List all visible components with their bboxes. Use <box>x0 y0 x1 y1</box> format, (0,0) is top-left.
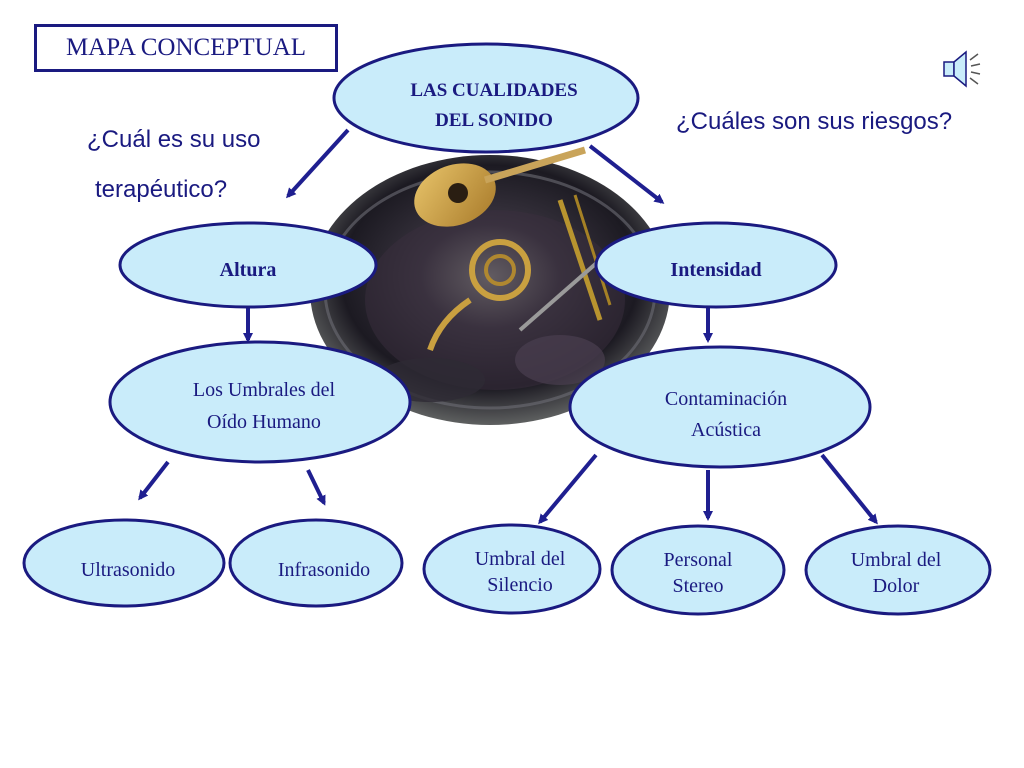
node-infrasonido-label: Infrasonido <box>278 559 370 581</box>
node-infrasonido: Infrasonido <box>228 518 404 608</box>
node-intensidad: Intensidad <box>594 221 838 309</box>
node-silencio-line1: Umbral del <box>475 548 566 570</box>
node-contaminacion-line1: Contaminación <box>665 388 787 410</box>
node-stereo-line2: Stereo <box>672 575 723 597</box>
therapeutic-question-line2: terapéutico? <box>95 176 228 203</box>
instruments-illustration <box>310 146 670 425</box>
node-umbrales-line2: Oído Humano <box>207 411 321 433</box>
node-root-line2: DEL SONIDO <box>435 110 553 131</box>
node-ultrasonido-label: Ultrasonido <box>81 559 175 581</box>
node-stereo-line1: Personal <box>664 549 733 571</box>
node-intensidad-label: Intensidad <box>670 259 761 281</box>
risks-question: ¿Cuáles son sus riesgos? <box>676 108 953 135</box>
node-ultrasonido: Ultrasonido <box>22 518 226 608</box>
node-umbrales: Los Umbrales del Oído Humano <box>108 340 412 464</box>
node-root: LAS CUALIDADES DEL SONIDO <box>332 42 640 154</box>
node-contaminacion-line2: Acústica <box>691 419 761 441</box>
node-dolor-line2: Dolor <box>873 575 920 597</box>
node-dolor-line1: Umbral del <box>851 549 942 571</box>
arrow-contaminacion-silencio <box>538 453 598 525</box>
node-root-line1: LAS CUALIDADES <box>410 80 577 101</box>
node-contaminacion: Contaminación Acústica <box>568 345 872 469</box>
arrow-contaminacion-dolor <box>820 453 878 525</box>
node-stereo: Personal Stereo <box>610 524 786 616</box>
arrow-root-intensidad <box>588 144 665 204</box>
arrow-root-altura <box>285 128 350 199</box>
page-title: MAPA CONCEPTUAL <box>34 24 338 72</box>
node-silencio-line2: Silencio <box>487 574 553 596</box>
node-umbrales-line1: Los Umbrales del <box>193 379 336 401</box>
speaker-icon[interactable] <box>943 50 981 88</box>
arrows <box>138 128 878 525</box>
arrow-umbrales-ultrasonido <box>138 460 170 501</box>
therapeutic-question-line1: ¿Cuál es su uso <box>87 126 261 153</box>
node-altura: Altura <box>118 221 378 309</box>
node-altura-label: Altura <box>220 259 277 281</box>
node-dolor: Umbral del Dolor <box>804 524 992 616</box>
arrow-umbrales-infrasonido <box>306 469 326 506</box>
node-silencio: Umbral del Silencio <box>422 523 602 615</box>
